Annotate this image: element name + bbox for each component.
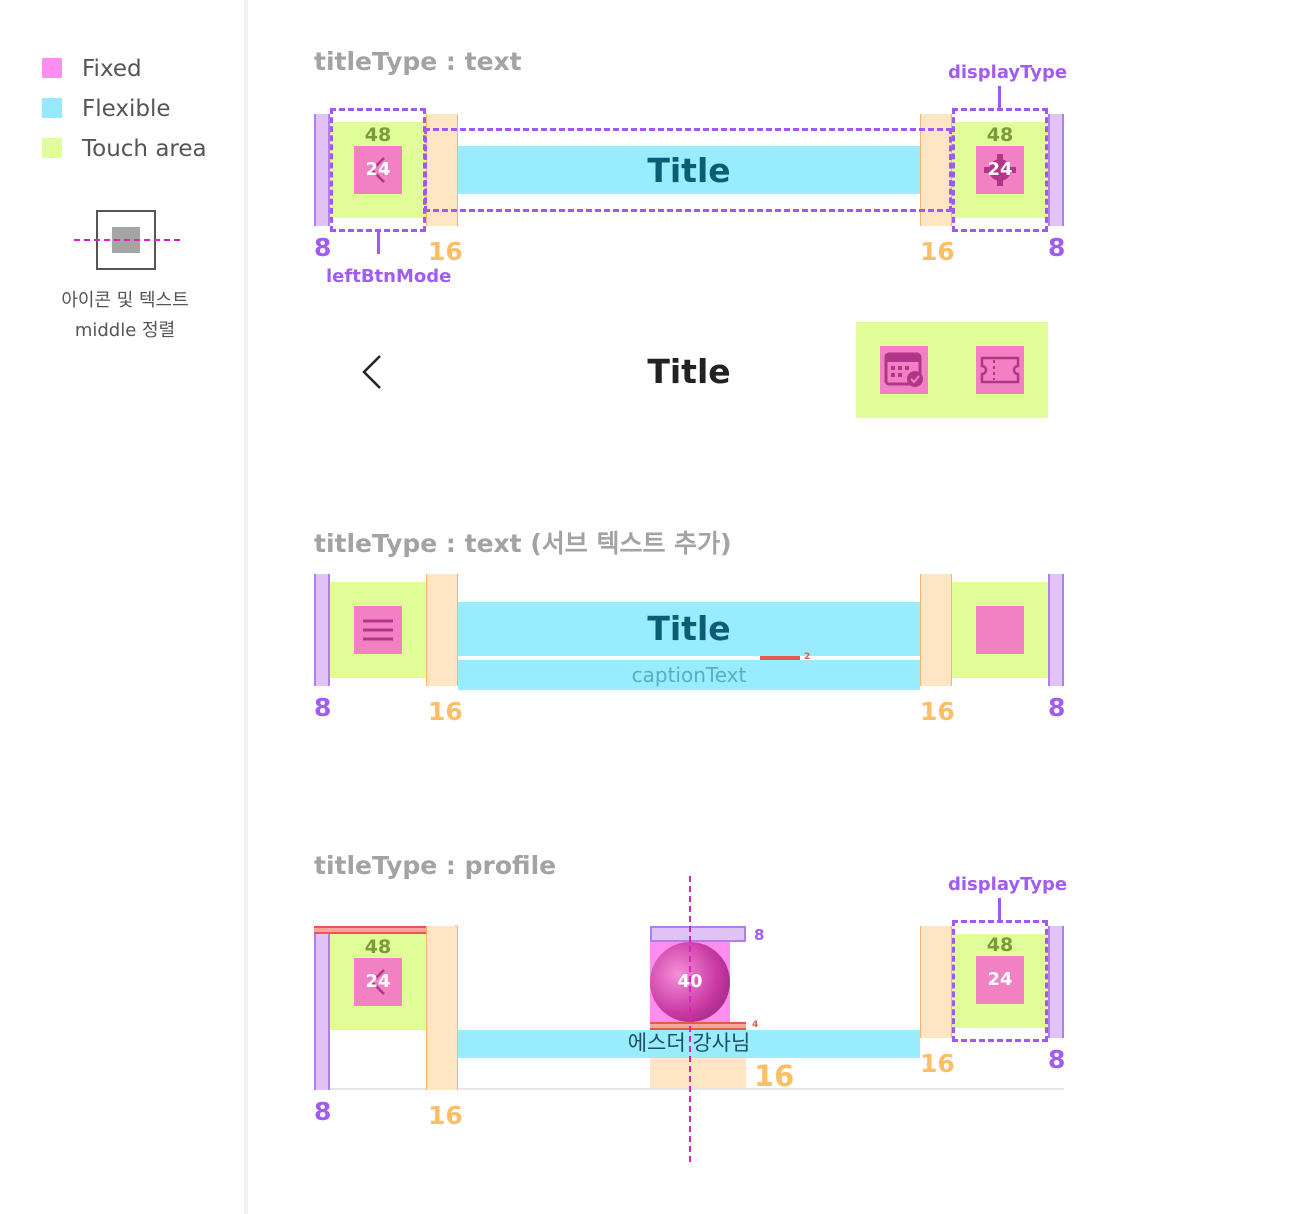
s1-left-btn-mode-label: leftBtnMode bbox=[326, 266, 452, 287]
s1-title-area bbox=[458, 146, 920, 194]
s3-bottom-padding bbox=[650, 1058, 746, 1088]
s2-right-margin bbox=[1048, 574, 1064, 686]
s2-caption-gap-label: 2 bbox=[804, 652, 811, 662]
s1-right-icon-label: 24 bbox=[987, 159, 1013, 180]
s1-right-margin bbox=[1048, 114, 1064, 226]
align-note: 아이콘 및 텍스트 middle 정렬 bbox=[20, 286, 230, 346]
s2-caption-gap-marker bbox=[760, 656, 800, 660]
menu-icon bbox=[363, 619, 393, 641]
s1-right-padding-label: 16 bbox=[920, 237, 955, 266]
s3-right-padding-label: 16 bbox=[920, 1049, 955, 1078]
s3-display-type-outline bbox=[952, 920, 1048, 1042]
align-note-line2: middle 정렬 bbox=[74, 320, 176, 341]
s1-left-btn-mode-outline bbox=[330, 108, 426, 232]
s3-bottom-padding-label: 16 bbox=[754, 1059, 795, 1093]
s2-right-padding-label: 16 bbox=[920, 697, 955, 726]
s1-title: Title bbox=[647, 151, 731, 190]
s1-display-type-label: displayType bbox=[948, 62, 1068, 83]
s3-right-icon-box bbox=[976, 956, 1024, 1004]
s3-display-type-leader bbox=[998, 898, 1001, 920]
s3-left-margin-label: 8 bbox=[314, 1097, 332, 1126]
s3-right-icon-label: 24 bbox=[987, 969, 1013, 990]
align-note-line1: 아이콘 및 텍스트 bbox=[61, 290, 189, 311]
s2-caption: captionText bbox=[631, 663, 747, 687]
s1-display-type-leader bbox=[998, 86, 1001, 108]
s2-menu-button bbox=[354, 606, 402, 654]
ticket-icon bbox=[980, 356, 1020, 384]
legend-swatch-fixed bbox=[42, 58, 62, 78]
s2-title-area bbox=[458, 602, 920, 656]
s1-back-icon-box bbox=[354, 146, 402, 194]
legend-sidebar bbox=[0, 0, 248, 1214]
s3-back-icon-box bbox=[354, 958, 402, 1006]
preview-calendar-button[interactable] bbox=[880, 346, 928, 394]
s3-display-type-label: displayType bbox=[948, 874, 1068, 895]
s1-right-margin-label: 8 bbox=[1048, 233, 1066, 262]
legend-label-fixed: Fixed bbox=[82, 56, 142, 82]
calendar-check-icon bbox=[884, 352, 923, 387]
s1-right-padding bbox=[920, 114, 952, 226]
s2-title: Title bbox=[647, 609, 731, 648]
s1-left-padding-label: 16 bbox=[428, 237, 463, 266]
preview-back-icon[interactable] bbox=[358, 352, 388, 392]
s2-left-margin-label: 8 bbox=[314, 693, 332, 722]
s2-left-padding-label: 16 bbox=[428, 697, 463, 726]
s3-left-touch-label: 48 bbox=[364, 936, 392, 958]
gear-icon bbox=[984, 154, 1016, 186]
s3-avatar-top-gap bbox=[650, 926, 746, 942]
s2-right-icon-box bbox=[976, 606, 1024, 654]
s3-right-padding bbox=[920, 926, 952, 1038]
s3-right-margin bbox=[1048, 926, 1064, 1038]
section3-heading: titleType : profile bbox=[314, 851, 557, 880]
s2-right-margin-label: 8 bbox=[1048, 693, 1066, 722]
s3-left-margin bbox=[314, 926, 330, 1090]
chevron-left-icon bbox=[370, 157, 385, 183]
legend-swatch-flexible bbox=[42, 98, 62, 118]
section2-heading: titleType : text (서브 텍스트 추가) bbox=[314, 529, 732, 558]
s3-right-margin-label: 8 bbox=[1048, 1045, 1066, 1074]
chevron-left-icon bbox=[370, 969, 385, 995]
s1-left-touch-label: 48 bbox=[364, 124, 392, 146]
s1-display-type-outline bbox=[952, 108, 1048, 232]
legend-swatch-touch-area bbox=[42, 138, 62, 158]
preview-ticket-button[interactable] bbox=[976, 346, 1024, 394]
s1-left-btn-mode-leader bbox=[377, 232, 380, 254]
s2-left-padding bbox=[426, 574, 458, 686]
legend-label-flexible: Flexible bbox=[82, 96, 171, 122]
s3-avatar-bottom-gap-label: 4 bbox=[752, 1020, 759, 1030]
s1-left-icon-label: 24 bbox=[365, 159, 391, 180]
s1-gear-icon-box bbox=[976, 146, 1024, 194]
preview-title: Title bbox=[647, 352, 731, 391]
s3-left-icon-label: 24 bbox=[365, 971, 391, 992]
s2-left-margin bbox=[314, 574, 330, 686]
s1-right-touch-label: 48 bbox=[986, 124, 1014, 146]
s3-top-gap-marker bbox=[314, 926, 448, 934]
s3-center-guide bbox=[689, 876, 691, 1162]
s3-profile-name: 에스더 강사님 bbox=[627, 1031, 751, 1055]
s1-title-outline bbox=[424, 128, 952, 212]
s2-caption-area bbox=[458, 660, 920, 690]
s2-right-padding bbox=[920, 574, 952, 686]
s3-avatar-top-gap-label: 8 bbox=[754, 926, 765, 944]
s3-left-padding-label: 16 bbox=[428, 1101, 463, 1130]
legend-label-touch-area: Touch area bbox=[82, 136, 207, 162]
s3-left-padding bbox=[426, 926, 458, 1090]
middle-align-guide bbox=[74, 239, 180, 241]
s3-avatar-bottom-gap bbox=[650, 1022, 746, 1030]
section1-heading: titleType : text bbox=[314, 47, 522, 76]
s1-left-margin bbox=[314, 114, 330, 226]
s1-left-margin-label: 8 bbox=[314, 233, 332, 262]
s3-right-touch-label: 48 bbox=[986, 934, 1014, 956]
